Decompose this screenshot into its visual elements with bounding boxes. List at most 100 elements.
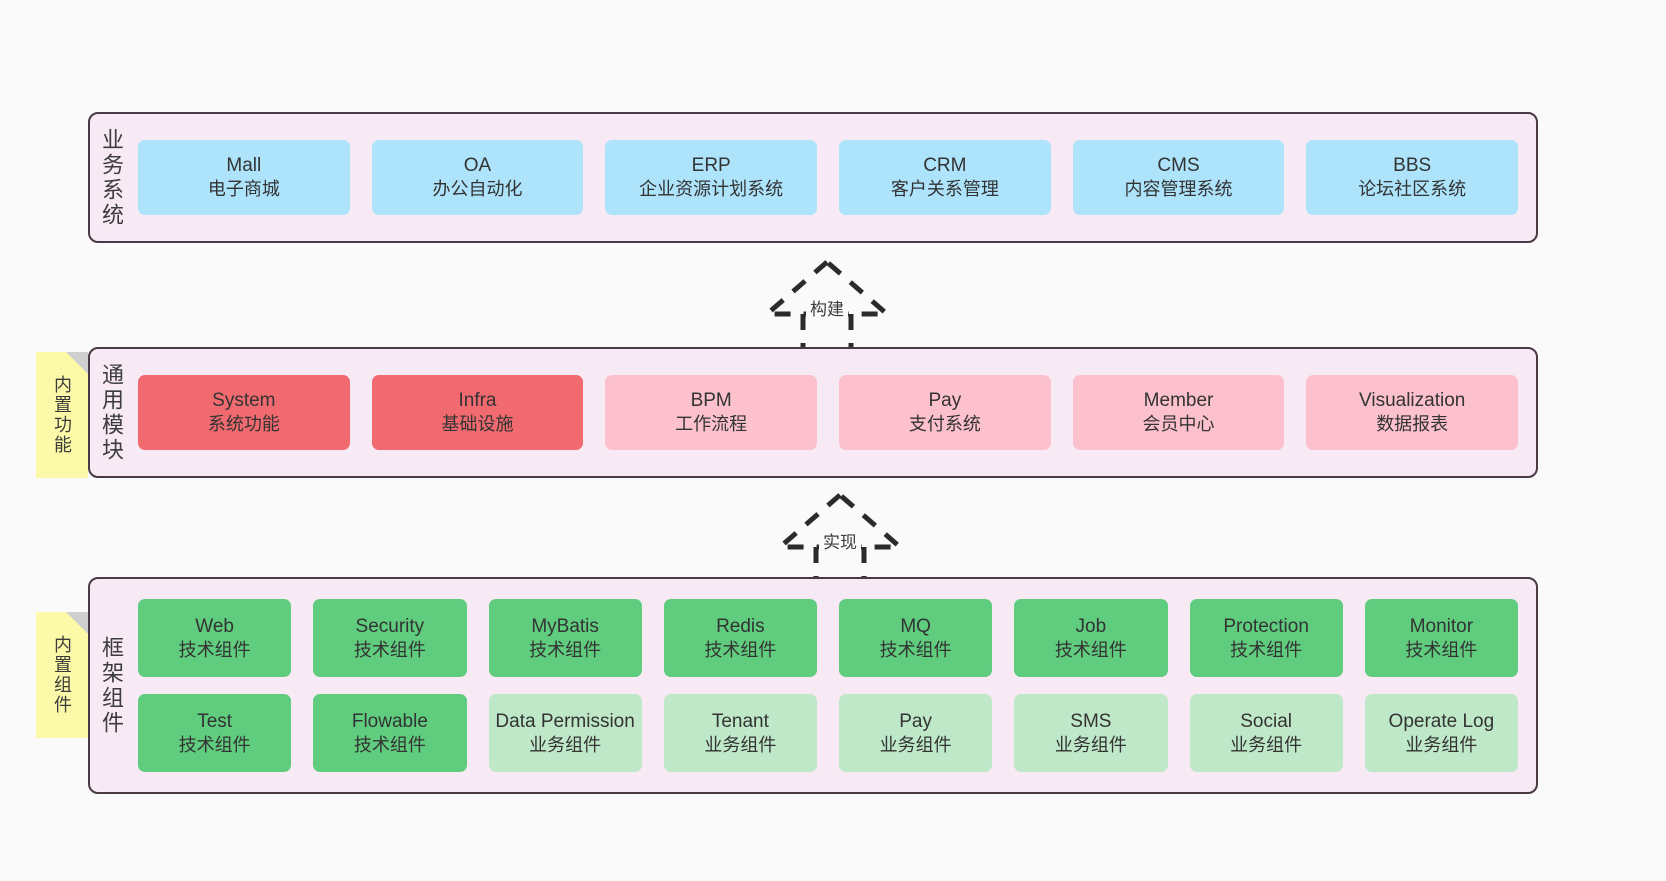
card-title-cn: 基础设施 — [441, 414, 514, 435]
card-title-cn: 工作流程 — [675, 414, 748, 435]
card-title-en: Web — [195, 615, 234, 637]
card-title-cn: 业务组件 — [529, 734, 602, 755]
card-mall[interactable]: Mall 电子商城 — [138, 140, 350, 215]
card-title-en: CRM — [923, 155, 967, 177]
layer-business-systems: 业务系统 Mall 电子商城 OA 办公自动化 ERP 企业资源计划系统 CRM… — [88, 112, 1538, 243]
layer-business-title: 业务系统 — [99, 127, 124, 228]
card-title-cn: 技术组件 — [353, 639, 426, 660]
card-title-en: ERP — [691, 155, 731, 177]
card-pay-business[interactable]: Pay 业务组件 — [839, 694, 993, 772]
card-title-cn: 技术组件 — [1230, 639, 1303, 660]
card-title-en: Protection — [1223, 615, 1309, 637]
card-title-en: Tenant — [711, 710, 769, 732]
card-row: Web 技术组件 Security 技术组件 MyBatis 技术组件 Redi… — [138, 599, 1518, 677]
layer-module-cards: System 系统功能 Infra 基础设施 BPM 工作流程 Pay 支付系统… — [132, 349, 1536, 476]
arrow-build: 构建 — [747, 258, 907, 356]
card-title-en: Monitor — [1409, 615, 1474, 637]
card-title-cn: 支付系统 — [908, 414, 981, 435]
card-crm[interactable]: CRM 客户关系管理 — [839, 140, 1051, 215]
card-security[interactable]: Security 技术组件 — [313, 599, 467, 677]
card-protection[interactable]: Protection 技术组件 — [1189, 599, 1343, 677]
card-redis[interactable]: Redis 技术组件 — [663, 599, 817, 677]
card-title-cn: 办公自动化 — [432, 179, 523, 200]
card-title-en: Security — [355, 615, 425, 637]
card-title-en: OA — [463, 155, 492, 177]
card-title-cn: 技术组件 — [1054, 639, 1127, 660]
card-flowable[interactable]: Flowable 技术组件 — [313, 694, 467, 772]
card-title-en: Member — [1143, 390, 1214, 412]
card-title-en: Infra — [458, 390, 497, 412]
sticky-note-label: 内置组件 — [52, 635, 72, 715]
layer-module-title: 通用模块 — [99, 362, 124, 463]
card-bbs[interactable]: BBS 论坛社区系统 — [1306, 140, 1519, 215]
arrow-implement-label: 实现 — [819, 528, 861, 553]
card-title-cn: 技术组件 — [353, 734, 426, 755]
card-title-cn: 业务组件 — [879, 734, 952, 755]
card-title-en: BBS — [1393, 155, 1432, 177]
card-title-en: Job — [1075, 615, 1107, 637]
card-title-en: Test — [197, 710, 233, 732]
card-title-en: Pay — [899, 710, 932, 732]
card-title-en: SMS — [1070, 710, 1112, 732]
card-title-en: Redis — [716, 615, 765, 637]
card-data-permission[interactable]: Data Permission 业务组件 — [488, 694, 642, 772]
card-job[interactable]: Job 技术组件 — [1014, 599, 1168, 677]
card-member[interactable]: Member 会员中心 — [1072, 375, 1285, 450]
layer-framework-title: 框架组件 — [99, 635, 124, 736]
card-title-en: CMS — [1157, 155, 1200, 177]
card-operate-log[interactable]: Operate Log 业务组件 — [1364, 694, 1518, 772]
card-title-cn: 业务组件 — [1054, 734, 1127, 755]
card-title-cn: 业务组件 — [1405, 734, 1478, 755]
card-social[interactable]: Social 业务组件 — [1189, 694, 1343, 772]
card-title-cn: 业务组件 — [704, 734, 777, 755]
card-erp[interactable]: ERP 企业资源计划系统 — [605, 140, 818, 215]
layer-framework-cards: Web 技术组件 Security 技术组件 MyBatis 技术组件 Redi… — [132, 579, 1536, 792]
card-title-en: System — [212, 390, 276, 412]
card-title-cn: 电子商城 — [207, 179, 280, 200]
sticky-fold-corner-icon — [66, 612, 88, 634]
arrow-build-label: 构建 — [806, 295, 848, 320]
card-oa[interactable]: OA 办公自动化 — [371, 140, 584, 215]
card-visualization[interactable]: Visualization 数据报表 — [1306, 375, 1519, 450]
card-web[interactable]: Web 技术组件 — [138, 599, 292, 677]
arrow-implement: 实现 — [760, 491, 920, 589]
card-title-cn: 论坛社区系统 — [1358, 179, 1467, 200]
layer-common-modules: 通用模块 System 系统功能 Infra 基础设施 BPM 工作流程 Pay… — [88, 347, 1538, 478]
card-title-cn: 技术组件 — [1405, 639, 1478, 660]
card-title-cn: 技术组件 — [704, 639, 777, 660]
card-cms[interactable]: CMS 内容管理系统 — [1072, 140, 1285, 215]
card-pay[interactable]: Pay 支付系统 — [839, 375, 1051, 450]
card-monitor[interactable]: Monitor 技术组件 — [1364, 599, 1518, 677]
card-mq[interactable]: MQ 技术组件 — [839, 599, 993, 677]
card-tenant[interactable]: Tenant 业务组件 — [663, 694, 817, 772]
card-title-cn: 客户关系管理 — [890, 179, 999, 200]
card-title-en: Flowable — [351, 710, 428, 732]
card-title-en: MQ — [900, 615, 931, 637]
card-title-cn: 技术组件 — [879, 639, 952, 660]
card-infra[interactable]: Infra 基础设施 — [371, 375, 584, 450]
card-sms[interactable]: SMS 业务组件 — [1014, 694, 1168, 772]
card-title-en: BPM — [690, 390, 732, 412]
layer-framework-components: 框架组件 Web 技术组件 Security 技术组件 MyBatis 技术组件… — [88, 577, 1538, 794]
sticky-note-builtin-components: 内置组件 — [36, 612, 88, 738]
card-test[interactable]: Test 技术组件 — [138, 694, 292, 772]
card-title-cn: 会员中心 — [1142, 414, 1215, 435]
card-title-en: Pay — [928, 390, 962, 412]
card-mybatis[interactable]: MyBatis 技术组件 — [488, 599, 642, 677]
card-system[interactable]: System 系统功能 — [138, 375, 350, 450]
card-row: Test 技术组件 Flowable 技术组件 Data Permission … — [138, 694, 1518, 772]
card-row: Mall 电子商城 OA 办公自动化 ERP 企业资源计划系统 CRM 客户关系… — [138, 140, 1519, 215]
card-row: System 系统功能 Infra 基础设施 BPM 工作流程 Pay 支付系统… — [138, 375, 1519, 450]
card-title-en: Operate Log — [1388, 710, 1495, 732]
sticky-fold-corner-icon — [66, 352, 88, 374]
card-title-cn: 数据报表 — [1376, 414, 1449, 435]
card-bpm[interactable]: BPM 工作流程 — [605, 375, 818, 450]
card-title-cn: 技术组件 — [178, 639, 251, 660]
card-title-en: Visualization — [1359, 390, 1466, 412]
card-title-cn: 技术组件 — [178, 734, 251, 755]
card-title-en: Social — [1240, 710, 1292, 732]
card-title-cn: 企业资源计划系统 — [639, 179, 784, 200]
card-title-cn: 内容管理系统 — [1124, 179, 1233, 200]
card-title-en: MyBatis — [531, 615, 599, 637]
sticky-note-builtin-features: 内置功能 — [36, 352, 88, 478]
